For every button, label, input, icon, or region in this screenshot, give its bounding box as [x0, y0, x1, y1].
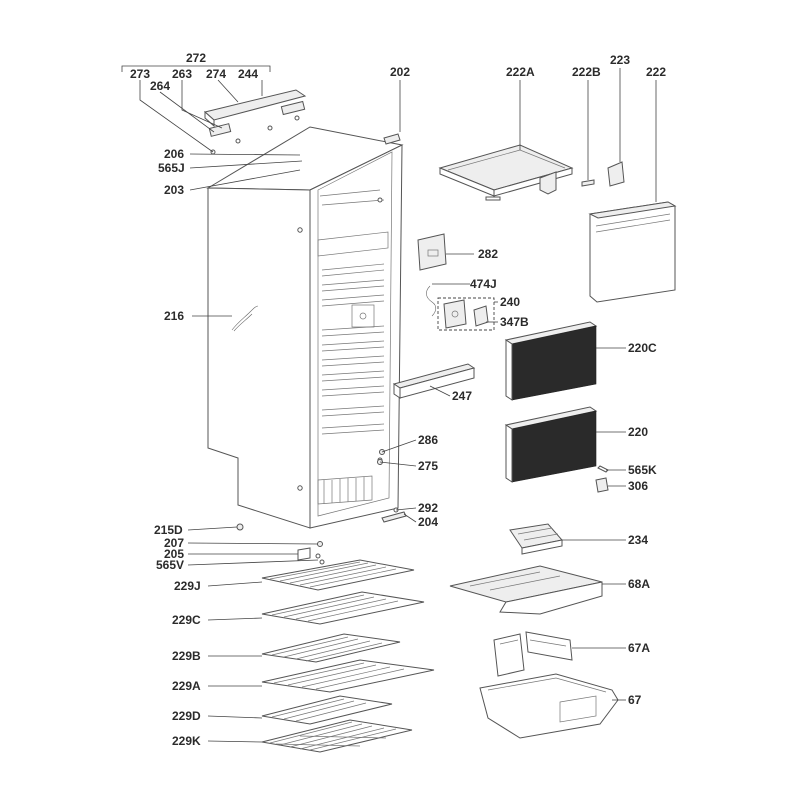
cover-282 — [417, 233, 447, 271]
label-216: 216 — [164, 309, 184, 323]
label-240: 240 — [500, 295, 520, 309]
label-234: 234 — [628, 533, 648, 547]
label-220C: 220C — [628, 341, 657, 355]
label-229B: 229B — [172, 649, 201, 663]
crisper-cover-68A — [449, 565, 603, 615]
label-206: 206 — [164, 147, 184, 161]
label-274: 274 — [206, 67, 226, 81]
label-565V: 565V — [156, 558, 184, 572]
label-220: 220 — [628, 425, 648, 439]
label-292: 292 — [418, 501, 438, 515]
label-272: 272 — [186, 51, 206, 65]
label-347B: 347B — [500, 315, 529, 329]
label-474J: 474J — [470, 277, 497, 291]
fridge-cabinet — [206, 126, 404, 529]
label-202: 202 — [390, 65, 410, 79]
shelf-229A — [261, 659, 435, 693]
screw-565K — [597, 465, 609, 473]
label-229K: 229K — [172, 734, 201, 748]
hinge-223 — [539, 161, 625, 195]
label-229C: 229C — [172, 613, 201, 627]
label-565J: 565J — [158, 161, 185, 175]
label-264: 264 — [150, 79, 170, 93]
label-207: 207 — [164, 536, 184, 550]
label-286: 286 — [418, 433, 438, 447]
ice-tray-234 — [509, 523, 563, 555]
label-275: 275 — [418, 459, 438, 473]
shelf-229D — [261, 695, 393, 725]
label-215D: 215D — [154, 523, 183, 537]
part-labels: 272 273 263 274 244 264 202 222A 222B 22… — [130, 51, 666, 748]
shelf-229C — [261, 591, 425, 625]
label-282: 282 — [478, 247, 498, 261]
evaporator-220 — [504, 406, 598, 483]
label-68A: 68A — [628, 577, 650, 591]
wire-474J — [426, 285, 437, 317]
bracket-247 — [392, 363, 476, 399]
label-306: 306 — [628, 479, 648, 493]
label-204: 204 — [418, 515, 438, 529]
label-223: 223 — [610, 53, 630, 67]
shelf-229B — [261, 633, 401, 663]
label-273: 273 — [130, 67, 150, 81]
label-229A: 229A — [172, 679, 201, 693]
label-565K: 565K — [628, 463, 657, 477]
leader-lines — [121, 65, 657, 743]
top-cover-assembly — [203, 89, 307, 155]
label-247: 247 — [452, 389, 472, 403]
divider-67A — [493, 631, 573, 677]
shelf-229K — [261, 719, 413, 753]
crisper-drawer-67 — [479, 673, 619, 739]
label-67A: 67A — [628, 641, 650, 655]
wire-harness-216 — [231, 305, 259, 331]
label-229J: 229J — [174, 579, 201, 593]
label-205: 205 — [164, 547, 184, 561]
label-263: 263 — [172, 67, 192, 81]
freezer-shelf-222A — [438, 144, 574, 201]
freezer-flap-222 — [588, 201, 677, 303]
label-203: 203 — [164, 183, 184, 197]
condenser-220C — [504, 321, 598, 401]
label-222: 222 — [646, 65, 666, 79]
label-67: 67 — [628, 693, 642, 707]
label-244: 244 — [238, 67, 258, 81]
label-229D: 229D — [172, 709, 201, 723]
label-222A: 222A — [506, 65, 535, 79]
shelf-229J — [261, 559, 415, 591]
thermostat-group-240 — [437, 297, 495, 331]
clip-222B — [581, 179, 595, 187]
hinge-202 — [383, 133, 401, 145]
label-222B: 222B — [572, 65, 601, 79]
clip-306 — [595, 477, 609, 493]
feet-and-screws — [236, 523, 325, 565]
